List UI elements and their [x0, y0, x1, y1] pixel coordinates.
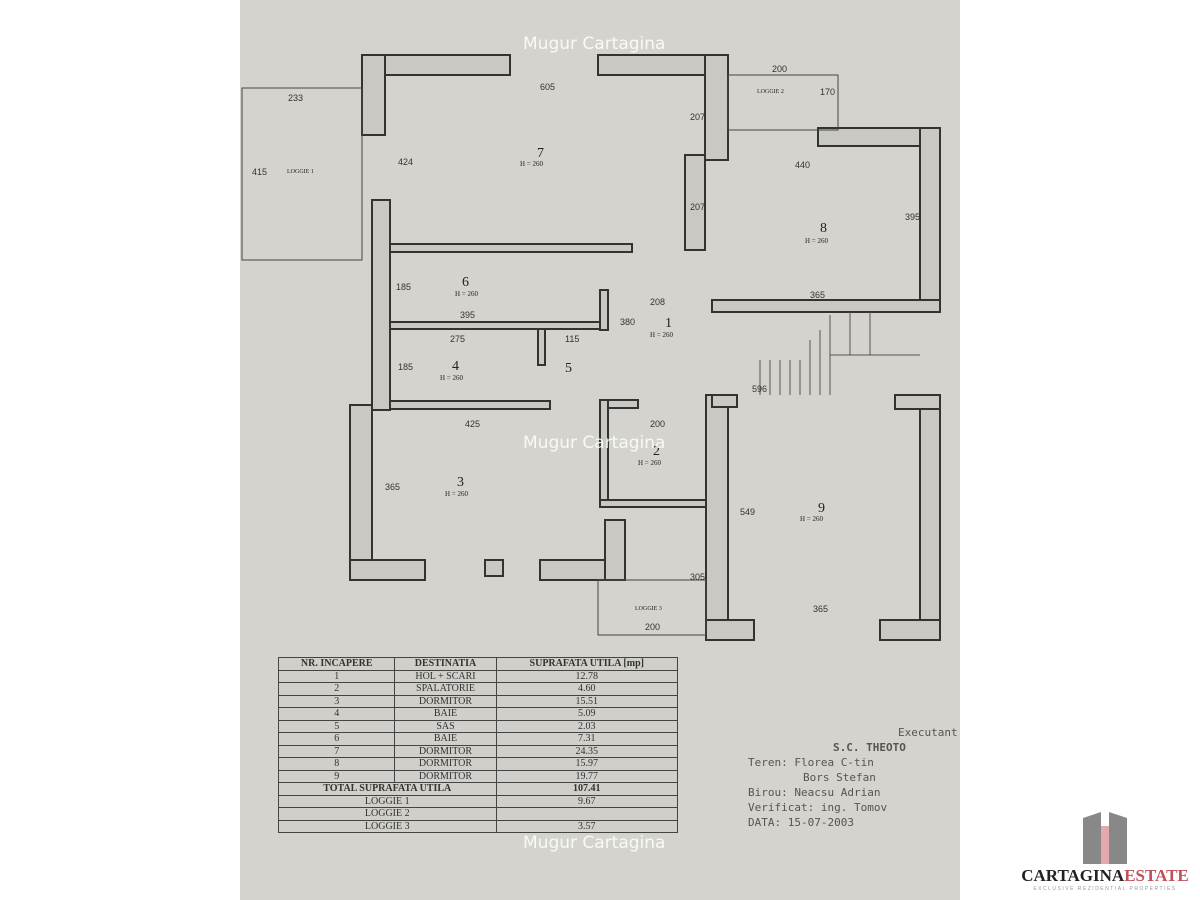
- room-9-number: 9: [818, 501, 825, 516]
- svg-text:395: 395: [460, 310, 475, 320]
- svg-text:365: 365: [810, 290, 825, 300]
- svg-text:365: 365: [385, 482, 400, 492]
- svg-text:H = 260: H = 260: [650, 331, 674, 339]
- svg-text:425: 425: [465, 419, 480, 429]
- watermark: Mugur Cartagina: [523, 433, 666, 453]
- svg-text:596: 596: [752, 384, 767, 394]
- svg-text:185: 185: [398, 362, 413, 372]
- svg-text:424: 424: [398, 157, 413, 167]
- cartagina-estate-logo: CARTAGINAESTATE EXCLUSIVE REZIDENTIAL PR…: [1010, 808, 1200, 892]
- room-1-number: 1: [665, 316, 672, 331]
- svg-text:H = 260: H = 260: [805, 237, 829, 245]
- area-table: NR. INCAPERE DESTINATIA SUPRAFATA UTILA …: [277, 657, 679, 833]
- towers-logo-icon: [1083, 812, 1127, 864]
- svg-text:200: 200: [772, 64, 787, 74]
- svg-text:H = 260: H = 260: [638, 459, 662, 467]
- svg-text:200: 200: [645, 622, 660, 632]
- svg-text:H = 260: H = 260: [445, 490, 469, 498]
- svg-text:185: 185: [396, 282, 411, 292]
- svg-text:H = 260: H = 260: [520, 160, 544, 168]
- watermark: Mugur Cartagina: [523, 34, 666, 54]
- svg-text:H = 260: H = 260: [800, 515, 824, 523]
- svg-text:207: 207: [690, 202, 705, 212]
- room-2-number: 2: [653, 444, 660, 459]
- loggia-2-label: LOGGIE 2: [757, 89, 784, 95]
- room-labels: 7 H = 260 8 H = 260 6 H = 260 1 H = 260 …: [287, 89, 829, 612]
- svg-text:440: 440: [795, 160, 810, 170]
- svg-text:H = 260: H = 260: [440, 374, 464, 382]
- svg-text:H = 260: H = 260: [455, 290, 479, 298]
- room-8-number: 8: [820, 221, 827, 236]
- walls: [349, 54, 941, 641]
- room-6-number: 6: [462, 275, 469, 290]
- svg-text:115: 115: [565, 334, 579, 344]
- svg-text:305: 305: [690, 572, 705, 582]
- watermark: Mugur Cartagina: [523, 833, 666, 853]
- svg-text:207: 207: [690, 112, 705, 122]
- loggia-outlines: [241, 74, 839, 636]
- table-row: LOGGIE 2: [278, 807, 679, 821]
- loggia-1-label: LOGGIE 1: [287, 169, 314, 175]
- dimension-labels: 605 200 233 170 424 207 440 415 207 395 …: [252, 64, 920, 632]
- svg-text:415: 415: [252, 167, 267, 177]
- svg-text:365: 365: [813, 604, 828, 614]
- loggia-3-label: LOGGIE 3: [635, 606, 662, 612]
- svg-text:395: 395: [905, 212, 920, 222]
- room-7-number: 7: [537, 146, 544, 161]
- svg-text:380: 380: [620, 317, 635, 327]
- svg-text:200: 200: [650, 419, 665, 429]
- svg-text:549: 549: [740, 507, 755, 517]
- room-3-number: 3: [457, 475, 464, 490]
- svg-text:233: 233: [288, 93, 303, 103]
- stairs: [759, 312, 920, 395]
- room-5-number: 5: [565, 361, 572, 376]
- svg-text:275: 275: [450, 334, 465, 344]
- svg-text:208: 208: [650, 297, 665, 307]
- svg-text:605: 605: [540, 82, 555, 92]
- room-4-number: 4: [452, 359, 459, 374]
- svg-text:170: 170: [820, 87, 835, 97]
